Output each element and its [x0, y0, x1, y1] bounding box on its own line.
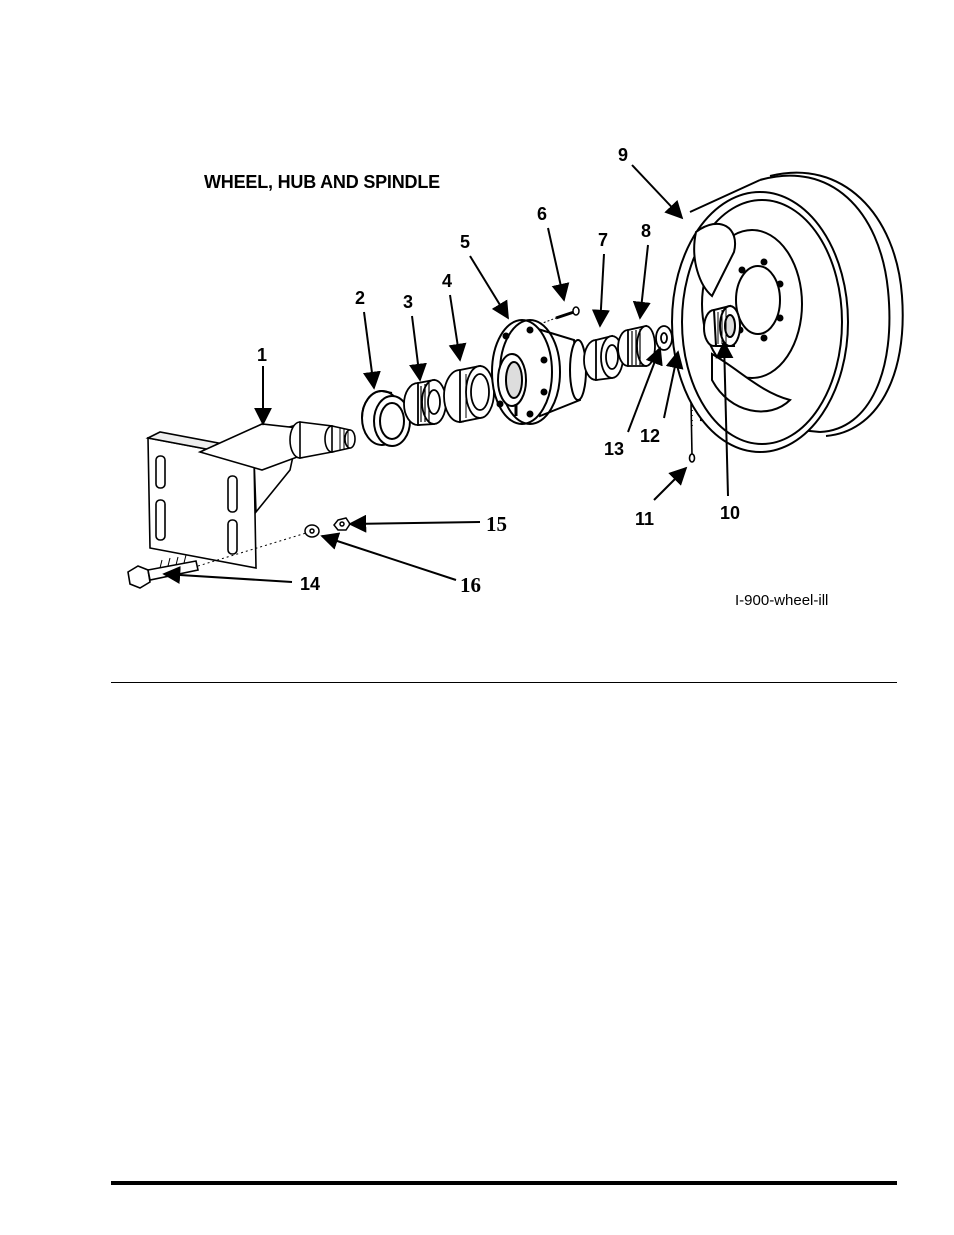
- callout-8: 8: [641, 221, 651, 241]
- footer-rule: [111, 1181, 897, 1185]
- callout-9: 9: [618, 145, 628, 165]
- bearing-cup-part-4: [443, 364, 495, 424]
- washer-part-16: [304, 524, 320, 538]
- leader-lines: [162, 164, 734, 584]
- seal-part-2: [361, 389, 411, 447]
- washer-part-13: [655, 325, 673, 351]
- wheel-part-9: [671, 171, 904, 453]
- callout-1: 1: [257, 345, 267, 365]
- diagram-title: WHEEL, HUB AND SPINDLE: [204, 172, 440, 192]
- bearing-cone-part-3: [403, 378, 447, 426]
- outer-cup-part-7: [583, 334, 624, 382]
- callout-2: 2: [355, 288, 365, 308]
- nut-part-15: [333, 517, 351, 531]
- callout-16: 16: [460, 573, 481, 597]
- callout-14: 14: [300, 574, 320, 594]
- callout-10: 10: [720, 503, 740, 523]
- callout-4: 4: [442, 271, 452, 291]
- dust-cap-part-10: [703, 304, 741, 347]
- outer-cone-part-8: [617, 324, 656, 367]
- figure-id: I-900-wheel-ill: [735, 592, 829, 609]
- hub-part-5: [491, 319, 587, 425]
- spindle-part-1: [145, 421, 356, 569]
- callout-6: 6: [537, 204, 547, 224]
- callout-5: 5: [460, 232, 470, 252]
- callout-11: 11: [635, 509, 654, 529]
- callout-3: 3: [403, 292, 413, 312]
- callout-12: 12: [640, 426, 660, 446]
- section-divider: [111, 682, 897, 683]
- stud-part-6: [539, 306, 580, 325]
- callout-labels: 1 2 3 4 5 6 7 8 9 10 11 12 13 14 15 16: [257, 145, 740, 597]
- callout-13: 13: [604, 439, 624, 459]
- callout-15: 15: [486, 512, 507, 536]
- callout-7: 7: [598, 230, 608, 250]
